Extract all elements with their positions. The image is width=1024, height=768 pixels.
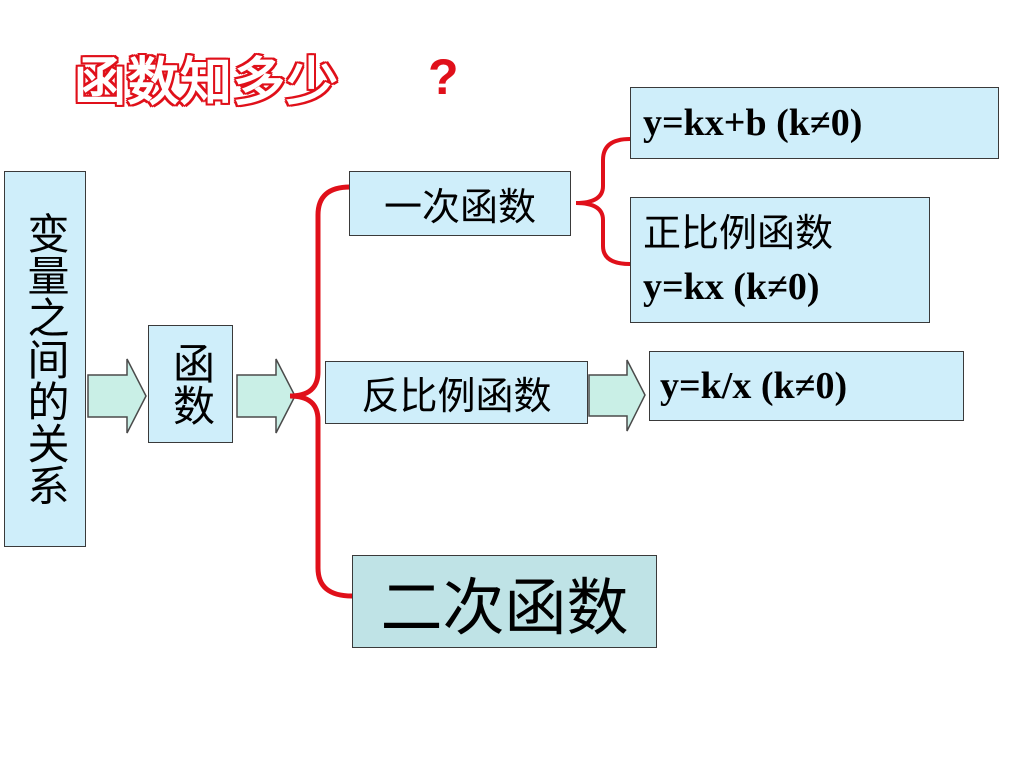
slide-title: 函数知多少 xyxy=(74,53,340,113)
linear-formula: y=kx+b (k≠0) xyxy=(643,102,863,144)
quadratic-function-label: 二次函数 xyxy=(380,570,629,644)
linear-function-box: 一次函数 xyxy=(349,171,571,236)
linear-function-label: 一次函数 xyxy=(383,185,536,229)
variables-relation-box: 变量之间的关系 xyxy=(4,171,86,547)
linear-brace xyxy=(575,137,632,266)
quadratic-function-box: 二次函数 xyxy=(352,555,657,648)
function-label: 函数 xyxy=(166,342,216,426)
proportional-function-label: 正比例函数 xyxy=(643,211,834,255)
arrow-to-inverse-formula xyxy=(588,359,646,432)
arrow-to-function xyxy=(87,358,147,434)
inverse-formula: y=k/x (k≠0) xyxy=(660,365,848,407)
linear-formula-box: y=kx+b (k≠0) xyxy=(630,87,999,159)
proportional-box: 正比例函数 y=kx (k≠0) xyxy=(630,197,930,323)
inverse-function-box: 反比例函数 xyxy=(325,361,588,424)
inverse-function-label: 反比例函数 xyxy=(361,374,552,418)
function-box: 函数 xyxy=(148,325,233,443)
main-brace xyxy=(289,184,355,599)
question-mark: ? xyxy=(428,49,459,105)
inverse-formula-box: y=k/x (k≠0) xyxy=(649,351,964,421)
variables-relation-label: 变量之间的关系 xyxy=(21,212,70,506)
proportional-formula: y=kx (k≠0) xyxy=(643,266,820,308)
arrow-to-types xyxy=(236,358,296,434)
